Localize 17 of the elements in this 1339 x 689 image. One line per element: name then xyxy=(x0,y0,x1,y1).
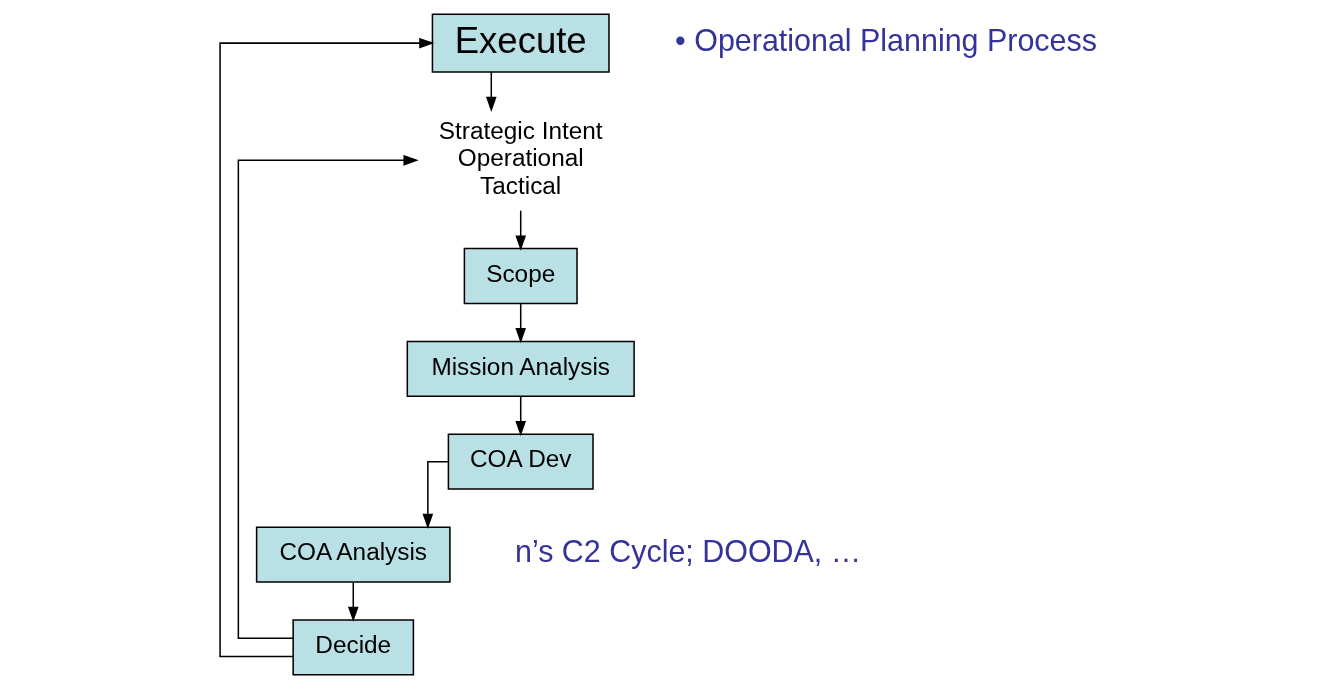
node-box: Scope xyxy=(463,247,578,305)
arrow xyxy=(422,460,449,529)
node-box: Execute xyxy=(431,13,610,73)
arrow xyxy=(515,303,527,344)
node-box: Decide xyxy=(292,619,415,676)
arrow xyxy=(485,71,497,113)
arrow xyxy=(515,395,527,437)
arrow xyxy=(219,37,435,658)
node-box: Mission Analysis xyxy=(406,340,635,397)
node-box: COA Dev xyxy=(447,433,594,490)
arrow xyxy=(347,581,359,622)
node-text: Strategic Intent Operational Tactical xyxy=(438,116,603,199)
node-box: COA Analysis xyxy=(255,526,451,583)
label: n’s C2 Cycle; DOODA, … xyxy=(515,534,862,569)
arrow xyxy=(237,155,419,640)
arrow xyxy=(515,209,527,251)
label: • Operational Planning Process xyxy=(675,22,1097,57)
